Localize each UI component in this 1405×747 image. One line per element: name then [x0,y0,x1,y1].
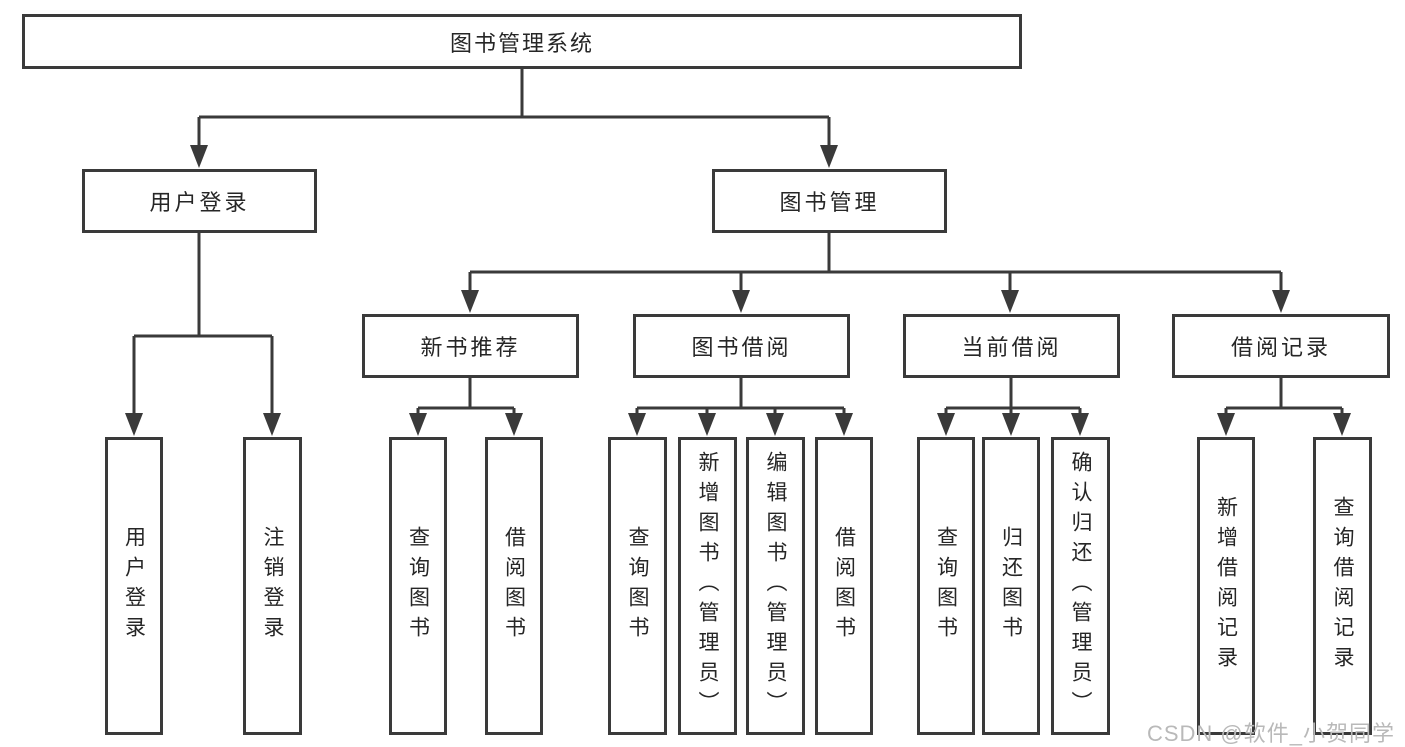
node-label: 当前借阅 [961,335,1062,360]
node-label: 图书借阅 [691,335,792,360]
node-label: 借阅图书 [832,526,856,646]
node-label: 图书管理系统 [449,30,594,56]
node-label: 新增图书（管理员） [696,451,719,721]
leaf-confirm-return-admin: 确认归还（管理员） [1051,437,1110,735]
leaf-borrow-books-recommend: 借阅图书 [485,437,543,735]
node-label: 查询借阅记录 [1331,496,1354,676]
node-book-management: 图书管理 [712,169,947,233]
node-label: 确认归还（管理员） [1069,451,1092,721]
leaf-add-books-admin: 新增图书（管理员） [678,437,737,735]
leaf-query-borrow-record: 查询借阅记录 [1313,437,1372,735]
node-label: 新书推荐 [420,335,521,360]
leaf-query-books-current: 查询图书 [917,437,975,735]
node-book-borrowing: 图书借阅 [633,314,850,378]
node-label: 查询图书 [406,526,430,646]
node-label: 借阅图书 [502,526,526,646]
node-label: 查询图书 [626,526,649,646]
node-label: 图书管理 [779,190,880,215]
leaf-logout: 注销登录 [243,437,302,735]
leaf-edit-books-admin: 编辑图书（管理员） [746,437,805,735]
csdn-watermark: CSDN @软件_小贺同学 [1146,721,1395,746]
node-label: 用户登录 [149,190,250,215]
leaf-return-books: 归还图书 [982,437,1040,735]
node-user-login-branch: 用户登录 [82,169,317,233]
node-label: 归还图书 [999,526,1023,646]
node-label: 编辑图书（管理员） [764,451,787,721]
node-label: 注销登录 [261,526,284,646]
node-borrowing-records: 借阅记录 [1172,314,1390,378]
node-label: 新增借阅记录 [1214,496,1238,676]
leaf-query-books-borrowing: 查询图书 [608,437,667,735]
leaf-add-borrow-record: 新增借阅记录 [1197,437,1255,735]
leaf-user-login: 用户登录 [105,437,163,735]
node-label: 查询图书 [934,526,958,646]
node-current-borrowing: 当前借阅 [903,314,1120,378]
node-library-system: 图书管理系统 [22,14,1022,69]
leaf-borrow-books: 借阅图书 [815,437,873,735]
node-label: 用户登录 [122,526,146,646]
leaf-query-books-recommend: 查询图书 [389,437,447,735]
node-new-book-recommend: 新书推荐 [362,314,579,378]
node-label: 借阅记录 [1230,335,1331,360]
